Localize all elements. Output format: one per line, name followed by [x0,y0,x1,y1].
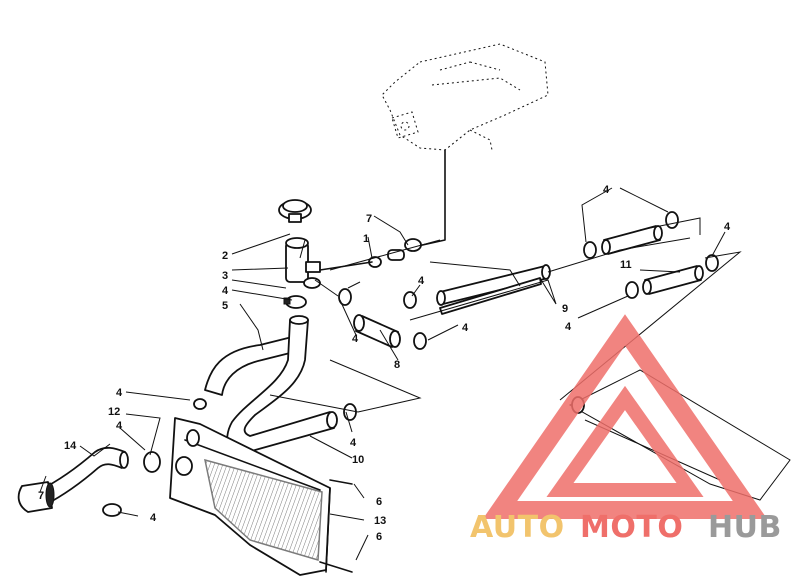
watermark-moto: MOTO [580,510,683,545]
callout-7-lower: 7 [38,490,44,502]
heat-exchanger-hose-lower [642,265,704,295]
filler-neck [285,237,321,289]
callout-6-upper: 6 [376,496,382,508]
radiator [169,417,331,576]
callout-14: 14 [64,440,77,452]
callout-8: 8 [394,359,400,371]
callout-4-left: 4 [116,387,123,399]
callout-4-bottom: 4 [150,512,157,524]
lower-radiator-hose [226,315,338,455]
callout-2: 2 [222,250,228,262]
lower-hose [17,446,129,513]
watermark-auto: AUTO [470,510,565,545]
callout-4-hose10: 4 [350,437,357,449]
callout-4-right: 4 [724,221,731,233]
radiator-cap [278,199,312,223]
heat-exchanger-hose-upper [601,225,663,255]
callout-numbers: 7 1 2 3 4 5 4 4 4 8 9 4 4 11 4 4 12 4 14… [38,184,731,543]
callout-4-left-2: 4 [116,420,123,432]
callout-1: 1 [363,233,369,245]
callout-4-lower-right: 4 [565,321,572,333]
mounting-bolts [319,479,353,573]
callout-13: 13 [374,515,386,527]
callout-4-tube: 4 [418,275,425,287]
callout-4-top: 4 [603,184,610,196]
callout-11: 11 [620,259,632,271]
callout-4-hose8: 4 [462,322,469,334]
watermark-triangle-inner [546,385,704,497]
watermark-hub: HUB [708,510,782,545]
leader-lines [39,187,726,561]
engine-block-outline [381,43,549,240]
watermark-triangle-outer [482,314,768,519]
callout-6-lower: 6 [376,531,382,543]
hose-clamps [102,211,719,517]
engine-line [417,149,446,247]
callout-10: 10 [352,454,364,466]
callout-5: 5 [222,300,228,312]
callout-12: 12 [108,406,120,418]
hose-clamp [283,295,307,309]
short-hose [353,314,401,348]
callout-7-upper: 7 [366,213,372,225]
bleed-fitting [319,238,422,271]
automotohub-watermark: AUTO MOTO HUB [470,314,782,545]
coolant-tube [436,264,551,315]
callout-3: 3 [222,270,228,282]
callout-4-filler: 4 [222,285,229,297]
radiator-outlet [175,429,200,476]
callout-9: 9 [562,303,568,315]
callout-4-center: 4 [352,333,359,345]
